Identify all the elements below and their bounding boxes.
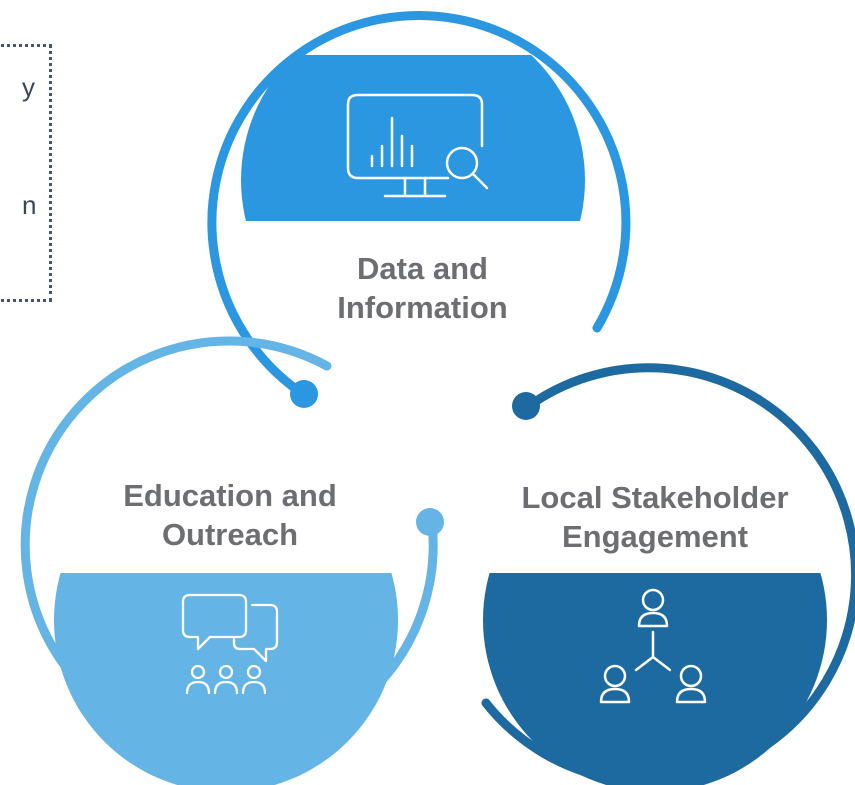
note-box: [0, 44, 52, 302]
data-information-title-line1: Data and: [357, 251, 488, 286]
education-outreach-label: Education and Outreach: [85, 476, 375, 554]
data-information-arc: [207, 11, 631, 399]
education-outreach-node: [20, 336, 444, 785]
discussion-group-icon: [181, 593, 279, 695]
data-information-label: Data and Information: [300, 249, 545, 327]
people-network-icon: [599, 588, 707, 704]
stakeholder-engagement-title-line1: Local Stakeholder: [521, 480, 789, 515]
stakeholder-engagement-arc-dot: [512, 392, 540, 420]
note-text-fragment: n: [22, 190, 37, 220]
note-text-fragment: y: [22, 72, 35, 102]
monitor-analytics-icon: [346, 93, 489, 198]
data-information-node: [207, 11, 631, 408]
data-information-arc-dot: [290, 380, 318, 408]
education-outreach-arc-dot: [416, 508, 444, 536]
data-information-title-line2: Information: [337, 290, 508, 325]
data-information-dome: [241, 55, 585, 221]
stakeholder-engagement-label: Local Stakeholder Engagement: [490, 478, 820, 556]
stakeholder-engagement-title-line2: Engagement: [561, 519, 749, 554]
stakeholder-engagement-node: [481, 363, 855, 785]
education-outreach-title-line2: Outreach: [161, 517, 299, 552]
education-outreach-dome: [54, 573, 398, 785]
education-outreach-title-line1: Education and: [123, 478, 337, 513]
stakeholder-engagement-dome: [483, 573, 827, 785]
